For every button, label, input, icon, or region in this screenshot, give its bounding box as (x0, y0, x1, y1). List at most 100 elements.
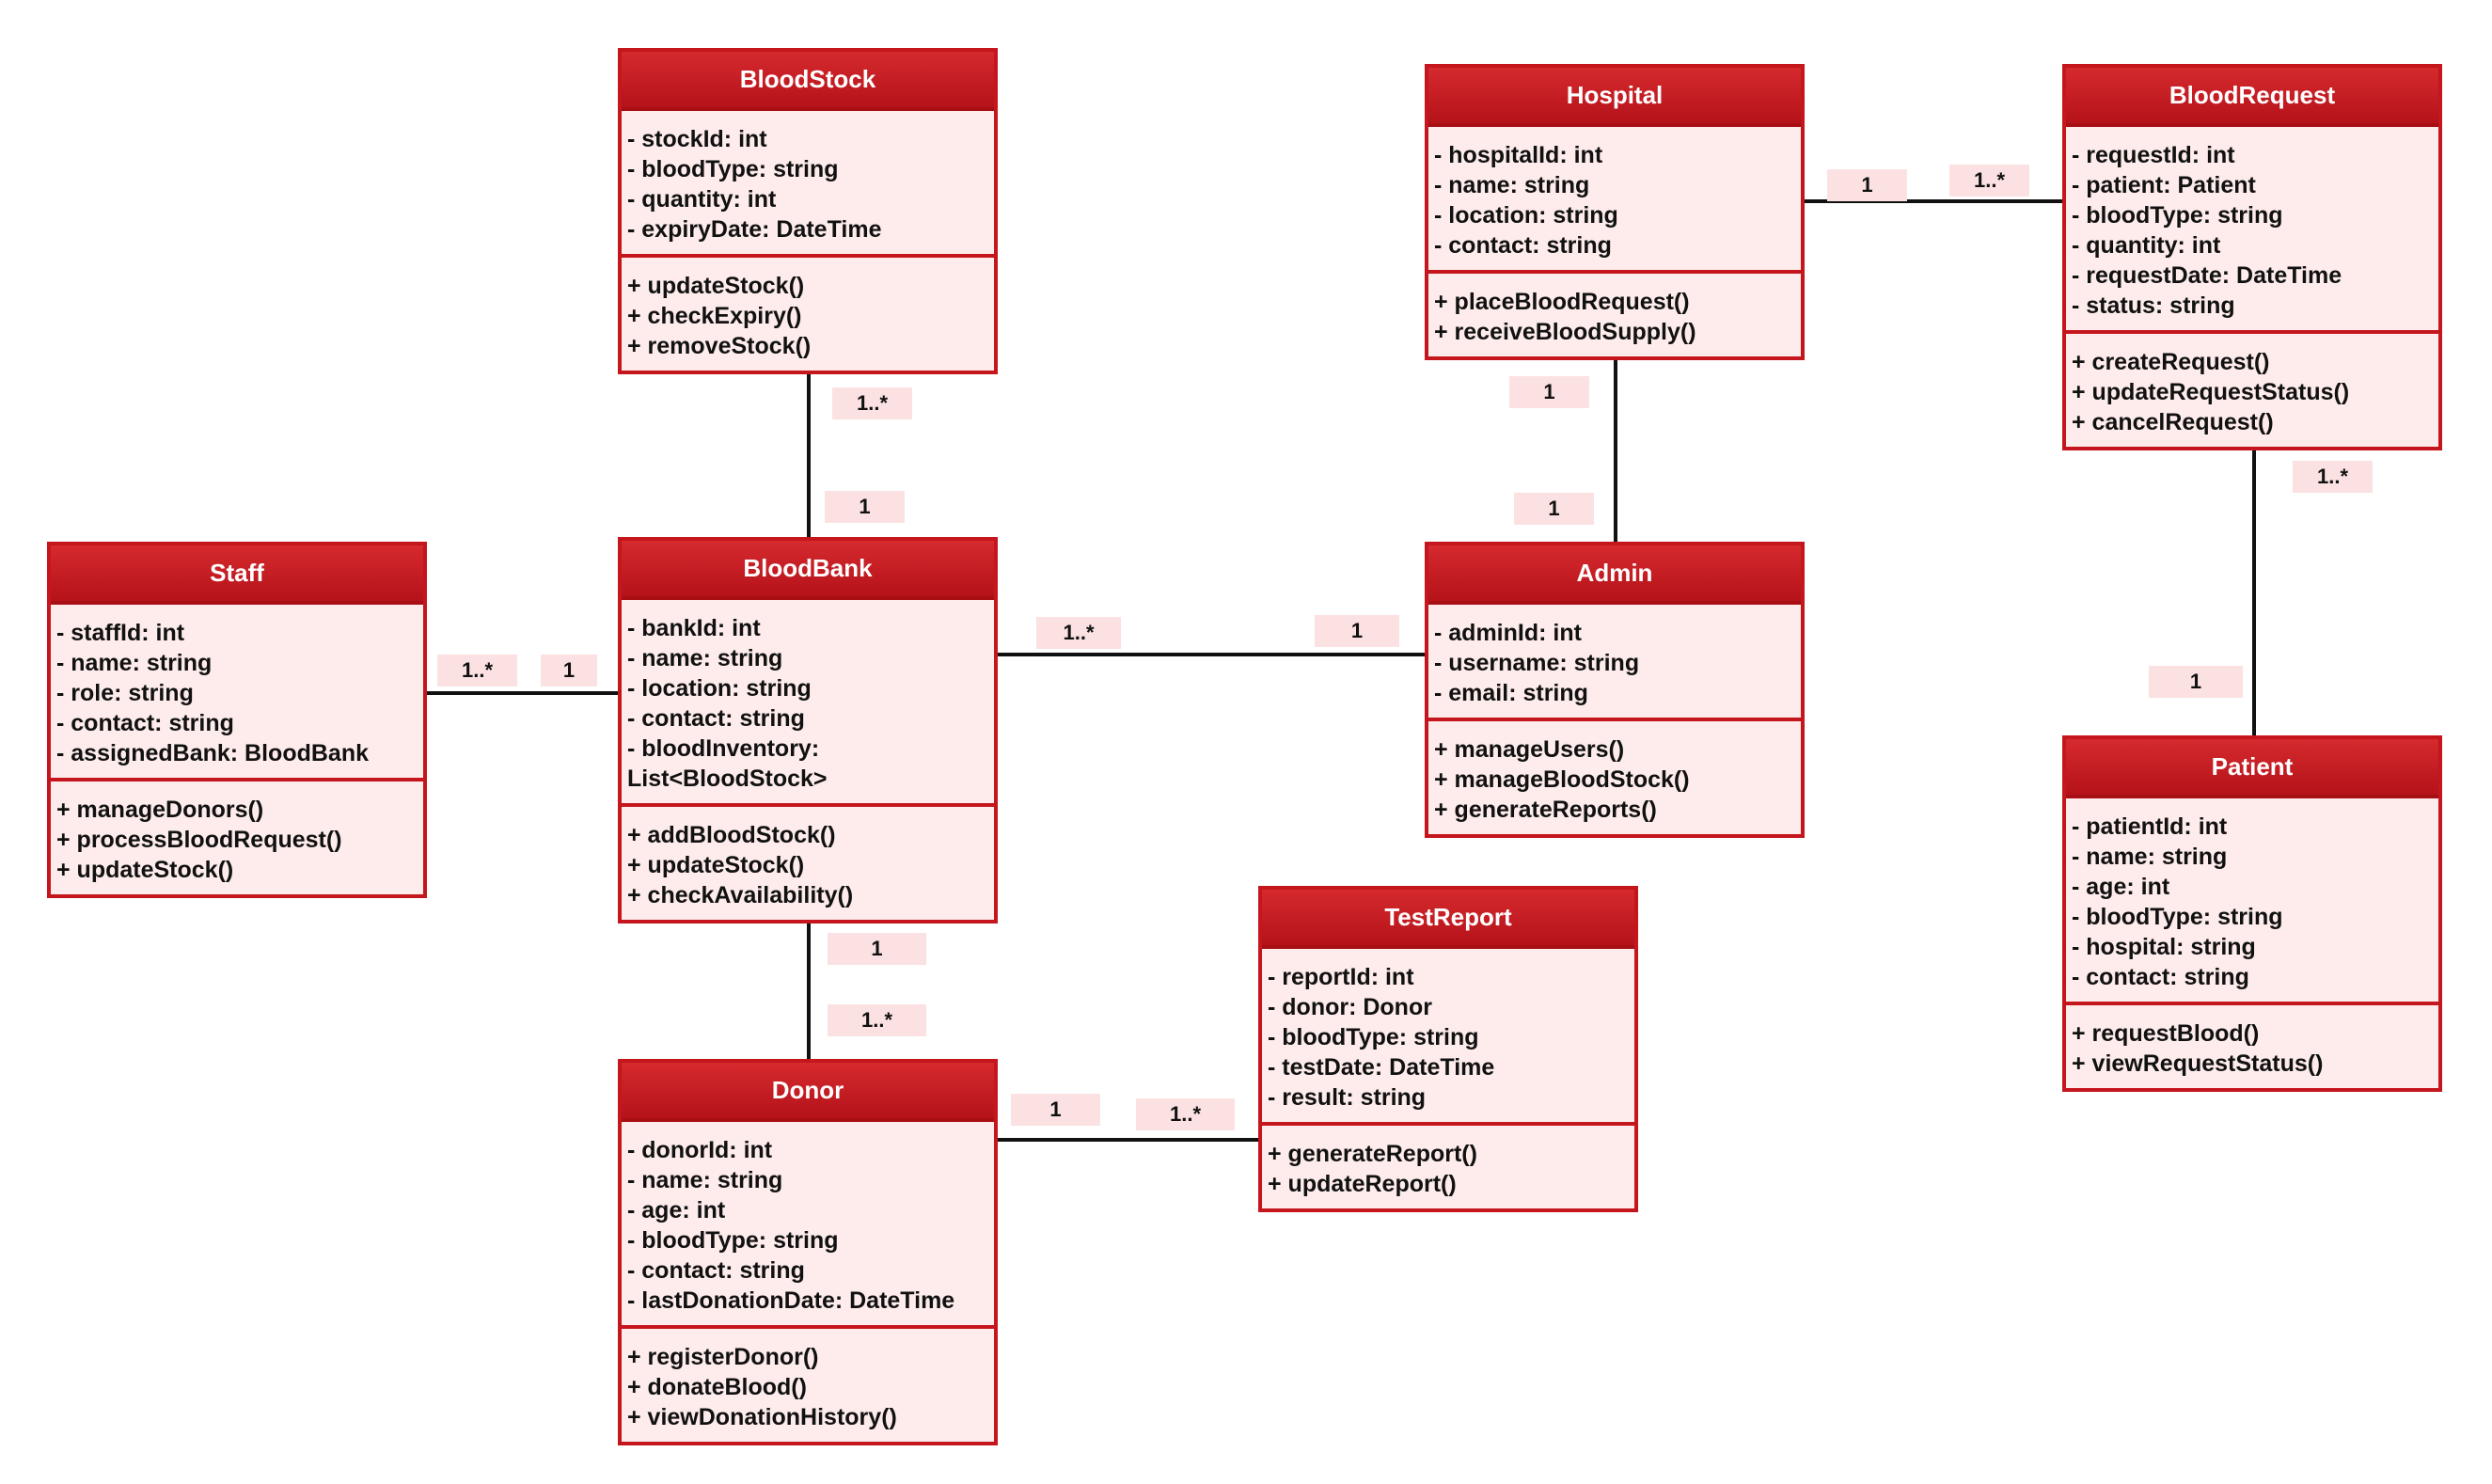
methods-section: + requestBlood() + viewRequestStatus() (2066, 1005, 2438, 1088)
attribute: - patientId: int (2072, 813, 2228, 840)
attribute: - donor: Donor (1268, 994, 1432, 1020)
method: + updateReport() (1268, 1171, 1457, 1197)
attribute: - name: string (1434, 172, 1590, 198)
methods-section: + manageUsers() + manageBloodStock() + g… (1428, 721, 1801, 834)
method: + requestBlood() (2072, 1020, 2260, 1047)
class-title: BloodBank (622, 541, 994, 600)
method: + updateStock() (627, 852, 805, 878)
attribute: - quantity: int (2072, 232, 2221, 259)
methods-section: + createRequest() + updateRequestStatus(… (2066, 334, 2438, 447)
attributes-section: - reportId: int - donor: Donor - bloodTy… (1262, 949, 1634, 1126)
attribute: - quantity: int (627, 186, 777, 213)
multiplicity-hospital-admin-top: 1 (1509, 376, 1589, 408)
attribute: - name: string (627, 1167, 783, 1193)
attribute: - location: string (627, 675, 812, 702)
method: + cancelRequest() (2072, 409, 2274, 435)
class-staff[interactable]: Staff - staffId: int - name: string - ro… (47, 542, 427, 898)
attribute: - age: int (2072, 874, 2170, 900)
multiplicity-bloodbank-admin-left: 1..* (1036, 617, 1121, 649)
attribute: - expiryDate: DateTime (627, 216, 882, 243)
method: + donateBlood() (627, 1374, 807, 1400)
class-admin[interactable]: Admin - adminId: int - username: string … (1425, 542, 1805, 838)
class-donor[interactable]: Donor - donorId: int - name: string - ag… (618, 1059, 998, 1445)
method: + checkExpiry() (627, 303, 802, 329)
method: + manageDonors() (56, 797, 264, 823)
attribute: - contact: string (2072, 964, 2249, 990)
method: + createRequest() (2072, 349, 2270, 375)
methods-section: + generateReport() + updateReport() (1262, 1126, 1634, 1208)
multiplicity-bloodstock-end: 1..* (832, 387, 912, 419)
attribute: - contact: string (627, 705, 805, 732)
method: + generateReports() (1434, 797, 1657, 823)
attribute: - reportId: int (1268, 964, 1414, 990)
class-patient[interactable]: Patient - patientId: int - name: string … (2062, 735, 2442, 1092)
class-title: Patient (2066, 739, 2438, 798)
attribute: - result: string (1268, 1084, 1427, 1111)
multiplicity-hospital-admin-bottom: 1 (1514, 493, 1594, 525)
class-bloodstock[interactable]: BloodStock - stockId: int - bloodType: s… (618, 48, 998, 374)
attribute: - bloodType: string (627, 1227, 839, 1254)
multiplicity-bloodbank-donor-top: 1 (828, 933, 926, 965)
attribute: - assignedBank: BloodBank (56, 740, 369, 766)
class-testreport[interactable]: TestReport - reportId: int - donor: Dono… (1258, 886, 1638, 1212)
class-hospital[interactable]: Hospital - hospitalId: int - name: strin… (1425, 64, 1805, 360)
attributes-section: - donorId: int - name: string - age: int… (622, 1122, 994, 1329)
class-bloodrequest[interactable]: BloodRequest - requestId: int - patient:… (2062, 64, 2442, 450)
attributes-section: - stockId: int - bloodType: string - qua… (622, 111, 994, 258)
class-bloodbank[interactable]: BloodBank - bankId: int - name: string -… (618, 537, 998, 924)
attribute: - name: string (2072, 844, 2228, 870)
method: + updateStock() (627, 273, 805, 299)
attributes-section: - hospitalId: int - name: string - locat… (1428, 127, 1801, 274)
attributes-section: - requestId: int - patient: Patient - bl… (2066, 127, 2438, 334)
multiplicity-bloodrequest-patient-bottom: 1 (2149, 666, 2243, 698)
method: + viewRequestStatus() (2072, 1050, 2324, 1077)
multiplicity-staff-bloodbank-end: 1 (541, 655, 597, 687)
attribute: - lastDonationDate: DateTime (627, 1287, 955, 1314)
method: + updateStock() (56, 857, 234, 883)
attribute: - bloodType: string (2072, 202, 2283, 229)
multiplicity-bloodrequest-end: 1..* (1949, 165, 2029, 197)
attributes-section: - bankId: int - name: string - location:… (622, 600, 994, 807)
method: + viewDonationHistory() (627, 1404, 897, 1430)
class-title: Staff (51, 545, 423, 605)
attribute: - email: string (1434, 680, 1588, 706)
attribute: - age: int (627, 1197, 726, 1224)
method: + generateReport() (1268, 1141, 1477, 1167)
method: + registerDonor() (627, 1344, 819, 1370)
attribute: - bankId: int (627, 615, 761, 641)
class-title: Admin (1428, 545, 1801, 605)
class-title: Donor (622, 1063, 994, 1122)
multiplicity-bloodrequest-patient-top: 1..* (2293, 461, 2373, 493)
attribute: - contact: string (56, 710, 234, 736)
attribute: - hospital: string (2072, 934, 2256, 960)
method: + processBloodRequest() (56, 827, 342, 853)
multiplicity-bloodbank-end: 1 (825, 491, 905, 523)
attribute: - location: string (1434, 202, 1618, 229)
attribute: - contact: string (627, 1257, 805, 1284)
method: + addBloodStock() (627, 822, 836, 848)
multiplicity-donor-testreport-left: 1 (1011, 1094, 1100, 1126)
attribute: - adminId: int (1434, 620, 1582, 646)
attribute: - stockId: int (627, 126, 767, 152)
attribute: - role: string (56, 680, 194, 706)
multiplicity-donor-testreport-right: 1..* (1136, 1098, 1235, 1130)
class-title: TestReport (1262, 890, 1634, 949)
multiplicity-bloodbank-donor-bottom: 1..* (828, 1004, 926, 1036)
multiplicity-staff-end: 1..* (437, 655, 517, 687)
method: + checkAvailability() (627, 882, 854, 908)
attributes-section: - adminId: int - username: string - emai… (1428, 605, 1801, 721)
method: + updateRequestStatus() (2072, 379, 2350, 405)
class-title: BloodStock (622, 52, 994, 111)
attribute: - bloodInventory: (627, 735, 820, 762)
attribute: - requestDate: DateTime (2072, 262, 2342, 289)
method: + manageUsers() (1434, 736, 1625, 763)
method: + placeBloodRequest() (1434, 289, 1690, 315)
multiplicity-bloodbank-admin-right: 1 (1315, 615, 1399, 647)
attribute: - username: string (1434, 650, 1640, 676)
attribute: - bloodType: string (2072, 904, 2283, 930)
attribute: - name: string (627, 645, 783, 671)
class-title: BloodRequest (2066, 68, 2438, 127)
methods-section: + registerDonor() + donateBlood() + view… (622, 1329, 994, 1442)
attribute: - testDate: DateTime (1268, 1054, 1495, 1081)
